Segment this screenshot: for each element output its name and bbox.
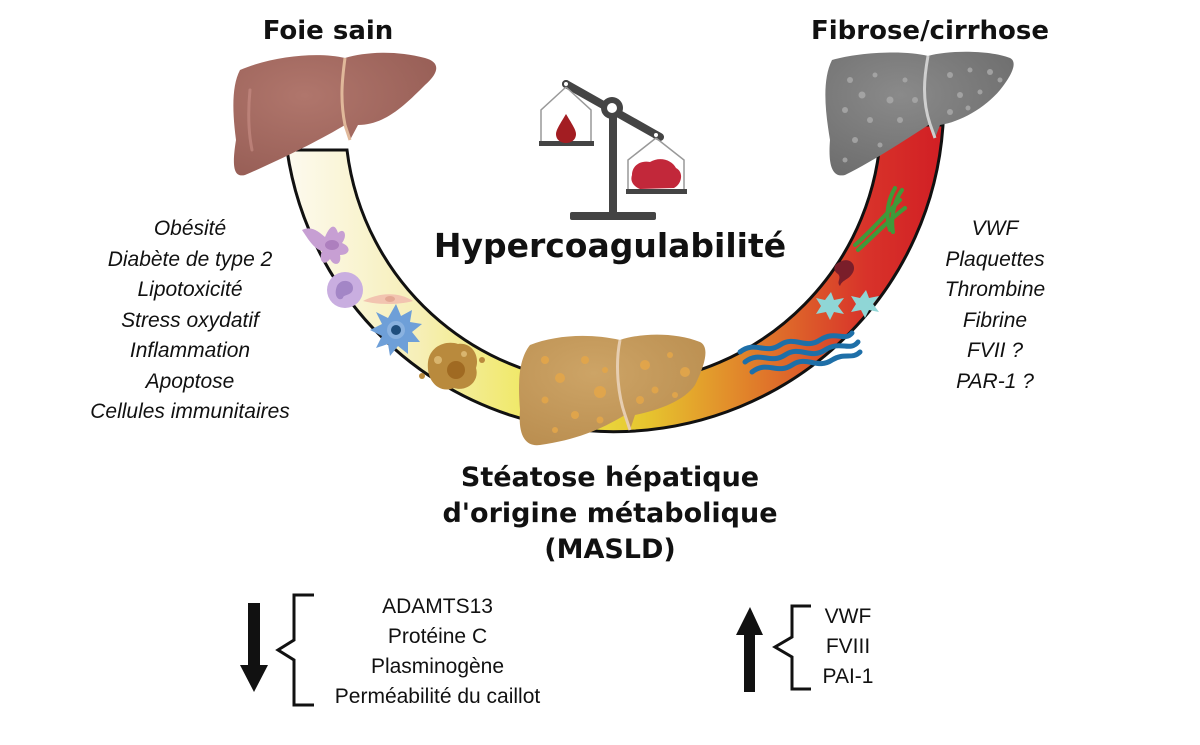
- macrophage-icon: [302, 226, 349, 264]
- coagulation-factor-item: VWF: [971, 217, 1019, 240]
- up-arrow-icon: [736, 607, 763, 692]
- fatty-liver-icon: [519, 334, 706, 446]
- decreased-factor-item: Plasminogène: [370, 655, 505, 678]
- decreased-factor-item: Perméabilité du caillot: [334, 685, 541, 708]
- masld-title-line-3: (MASLD): [544, 534, 676, 565]
- dendritic-cell-icon: [370, 304, 422, 356]
- increased-factor-item: PAI-1: [822, 665, 874, 688]
- healthy-liver-icon: [233, 52, 437, 176]
- masld-title: Stéatose hépatique d'origine métabolique…: [400, 460, 820, 568]
- masld-title-line-2: d'origine métabolique: [442, 498, 778, 529]
- hypercoagulability-title: Hypercoagulabilité: [433, 226, 787, 265]
- risk-factor-item: Cellules immunitaires: [90, 400, 290, 423]
- fibroblast-icon: [363, 294, 413, 304]
- blood-drop-icon: [556, 114, 576, 143]
- coagulation-factor-item: Fibrine: [962, 308, 1028, 332]
- balance-scale-icon: [539, 80, 687, 220]
- apoptotic-cell-icon: [419, 342, 485, 390]
- increased-factor-item: FVIII: [825, 635, 871, 658]
- coagulation-factor-item: FVII ?: [966, 339, 1024, 362]
- cirrhotic-liver-icon: [825, 51, 1014, 176]
- increase-indicator: [736, 604, 811, 692]
- fat-droplets: [541, 352, 690, 433]
- left-brace: [275, 593, 314, 707]
- fibrosis-title: Fibrose/cirrhose: [810, 16, 1050, 46]
- masld-title-line-1: Stéatose hépatique: [460, 462, 760, 493]
- neutrophil-icon: [327, 272, 363, 308]
- risk-factor-item: Inflammation: [129, 339, 251, 362]
- increased-factors-list: VWF FVIII PAI-1: [808, 602, 888, 692]
- platelet-aggregate-icon: [834, 260, 855, 286]
- coagulation-factor-item: Thrombine: [944, 278, 1046, 301]
- fibrin-fibers-icon: [853, 186, 907, 252]
- risk-factor-item: Apoptose: [145, 369, 235, 393]
- healthy-liver-title: Foie sain: [262, 16, 394, 46]
- coagulation-factor-item: PAR-1 ?: [956, 369, 1034, 393]
- coagulation-factors-list: VWF Plaquettes Thrombine Fibrine FVII ? …: [920, 214, 1070, 397]
- decreased-factor-item: ADAMTS13: [382, 595, 493, 618]
- increased-factor-item: VWF: [824, 605, 872, 628]
- risk-factor-item: Stress oxydatif: [121, 308, 259, 332]
- decreased-factors-list: ADAMTS13 Protéine C Plasminogène Perméab…: [310, 592, 565, 712]
- risk-factor-item: Diabète de type 2: [107, 247, 273, 271]
- down-arrow-icon: [240, 603, 268, 692]
- right-brace: [772, 604, 811, 691]
- risk-factors-list: Obésité Diabète de type 2 Lipotoxicité S…: [55, 214, 325, 428]
- cirrhosis-nodules: [842, 67, 1003, 163]
- coagulation-factor-item: Plaquettes: [945, 247, 1045, 271]
- immune-cells-group: [302, 226, 485, 390]
- decreased-factor-item: Protéine C: [387, 625, 488, 648]
- blood-clot-icon: [631, 159, 682, 189]
- decrease-indicator: [240, 593, 314, 707]
- risk-factor-item: Lipotoxicité: [137, 278, 243, 301]
- risk-factor-item: Obésité: [153, 217, 227, 240]
- activated-platelet-icon: [816, 290, 879, 320]
- coagulation-elements-group: [737, 186, 907, 375]
- vwf-multimers-icon: [737, 330, 863, 375]
